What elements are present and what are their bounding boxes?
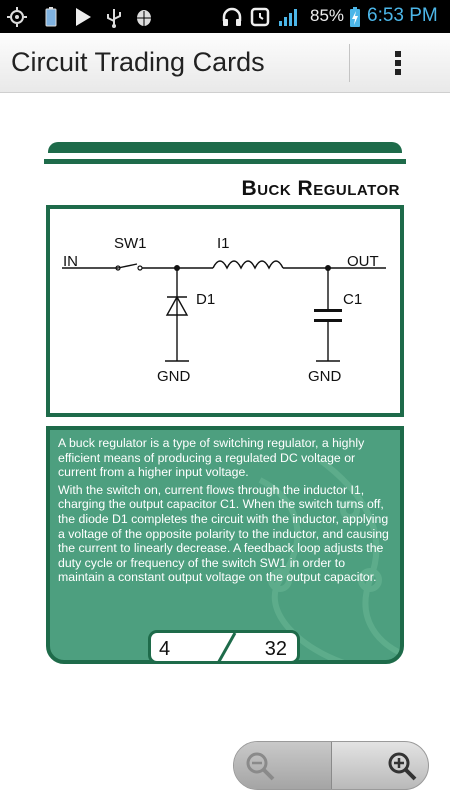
zoom-out-button[interactable] bbox=[234, 742, 331, 789]
circuit-background-art bbox=[258, 457, 400, 660]
label-sw1: SW1 bbox=[114, 235, 147, 252]
usb-settings-icon bbox=[7, 7, 27, 27]
label-c1: C1 bbox=[343, 291, 362, 308]
card-number-badge: 4 32 bbox=[148, 630, 300, 664]
label-out: OUT bbox=[347, 253, 379, 270]
description-paragraph-1: A buck regulator is a type of switching … bbox=[58, 436, 365, 480]
circuit-schematic: IN SW1 I1 OUT D1 C1 GND GND bbox=[62, 235, 386, 385]
clock: 6:53 PM bbox=[367, 5, 438, 26]
action-bar: Circuit Trading Cards bbox=[0, 33, 450, 93]
label-in: IN bbox=[63, 253, 78, 270]
card-top-strip bbox=[48, 142, 402, 153]
play-store-icon bbox=[76, 8, 91, 26]
card-top-line bbox=[44, 159, 406, 164]
label-d1: D1 bbox=[196, 291, 215, 308]
app-title: Circuit Trading Cards bbox=[11, 47, 265, 77]
headphones-icon bbox=[222, 7, 242, 26]
card-total: 32 bbox=[264, 638, 287, 660]
schematic-frame: IN SW1 I1 OUT D1 C1 GND GND bbox=[46, 205, 404, 417]
description-box: A buck regulator is a type of switching … bbox=[46, 426, 404, 664]
usb-icon bbox=[107, 9, 121, 28]
android-debug-icon bbox=[137, 10, 151, 26]
action-bar-divider bbox=[349, 44, 350, 82]
label-i1: I1 bbox=[217, 235, 230, 252]
card-number: 4 bbox=[159, 638, 171, 660]
alarm-icon bbox=[250, 7, 270, 27]
zoom-in-button[interactable] bbox=[332, 742, 428, 789]
battery-icon bbox=[45, 7, 57, 27]
overflow-menu-icon[interactable] bbox=[378, 45, 418, 81]
trading-card: Buck Regulator bbox=[44, 142, 406, 664]
zoom-in-icon bbox=[388, 752, 417, 781]
description-paragraph-2: With the switch on, current flows throug… bbox=[58, 482, 389, 585]
status-bar: 85% 6:53 PM bbox=[0, 0, 450, 33]
zoom-controls bbox=[233, 741, 429, 790]
signal-icon bbox=[279, 9, 297, 26]
card-title: Buck Regulator bbox=[241, 177, 400, 200]
zoom-separator bbox=[331, 742, 332, 789]
zoom-out-icon bbox=[246, 752, 275, 781]
stat-divider bbox=[217, 633, 237, 661]
label-gnd-left: GND bbox=[157, 368, 191, 385]
battery-percent: 85% bbox=[310, 6, 345, 25]
label-gnd-right: GND bbox=[308, 368, 342, 385]
charging-battery-icon bbox=[350, 7, 360, 27]
